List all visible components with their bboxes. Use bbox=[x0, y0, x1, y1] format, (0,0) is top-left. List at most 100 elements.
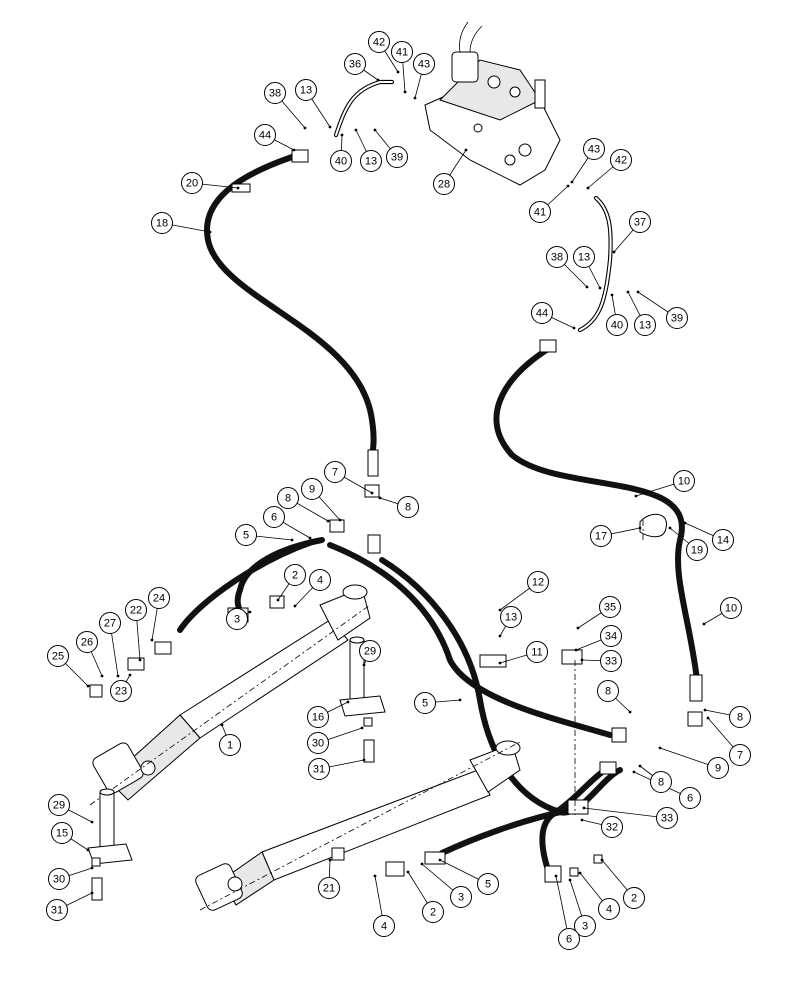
callout-number: 10 bbox=[725, 603, 737, 615]
callout-circle bbox=[606, 314, 628, 336]
callout-number: 6 bbox=[687, 793, 693, 805]
callout-balloon: 3 bbox=[574, 915, 596, 937]
callout-circle bbox=[359, 640, 381, 662]
callout-circle bbox=[597, 680, 619, 702]
callout-circle bbox=[47, 645, 69, 667]
callout-number: 36 bbox=[349, 59, 361, 71]
leader-end-dot bbox=[86, 848, 90, 852]
callout-balloon: 3 bbox=[450, 886, 472, 908]
callout-balloon: 43 bbox=[413, 53, 435, 75]
callout-circle bbox=[414, 692, 436, 714]
callout-number: 22 bbox=[130, 605, 142, 617]
leader-end-dot bbox=[116, 674, 120, 678]
leader-end-dot bbox=[638, 764, 642, 768]
callout-balloon: 40 bbox=[330, 150, 352, 172]
callout-number: 34 bbox=[605, 631, 617, 643]
callout-circle bbox=[590, 525, 612, 547]
callout-balloon: 30 bbox=[48, 868, 70, 890]
callout-circle bbox=[546, 246, 568, 268]
callout-number: 27 bbox=[104, 618, 116, 630]
callout-balloon: 42 bbox=[368, 31, 390, 53]
leader-end-dot bbox=[458, 698, 462, 702]
callout-circle bbox=[656, 807, 678, 829]
callout-circle bbox=[573, 246, 595, 268]
fittings bbox=[89, 149, 703, 901]
callout-number: 44 bbox=[259, 130, 271, 142]
hose-18 bbox=[203, 154, 377, 459]
callout-balloon: 40 bbox=[606, 314, 628, 336]
callout-balloon: 37 bbox=[629, 211, 651, 233]
callout-balloon: 7 bbox=[324, 461, 346, 483]
leader-end-dot bbox=[378, 496, 382, 500]
leader-end-dot bbox=[370, 491, 374, 495]
leader-end-dot bbox=[580, 818, 584, 822]
callout-number: 21 bbox=[323, 883, 335, 895]
callout-balloon: 38 bbox=[264, 82, 286, 104]
callout-circle bbox=[413, 53, 435, 75]
callout-circle bbox=[307, 706, 329, 728]
leader-end-dot bbox=[293, 604, 297, 608]
callout-balloon: 39 bbox=[666, 307, 688, 329]
callout-number: 29 bbox=[53, 800, 65, 812]
callout-balloon: 33 bbox=[656, 807, 678, 829]
callout-number: 23 bbox=[115, 686, 127, 698]
callout-number: 6 bbox=[271, 512, 277, 524]
callout-circle bbox=[397, 496, 419, 518]
callout-circle bbox=[422, 901, 444, 923]
callout-balloon: 10 bbox=[720, 597, 742, 619]
callout-balloon: 2 bbox=[422, 901, 444, 923]
callout-number: 38 bbox=[551, 252, 563, 264]
callout-circle bbox=[235, 524, 257, 546]
callout-number: 8 bbox=[605, 686, 611, 698]
callout-circle bbox=[679, 787, 701, 809]
callout-circle bbox=[148, 587, 170, 609]
callout-balloon: 6 bbox=[558, 928, 580, 950]
callout-number: 5 bbox=[485, 879, 491, 891]
leader-end-dot bbox=[636, 290, 640, 294]
leader-end-dot bbox=[585, 285, 589, 289]
callout-balloon: 13 bbox=[360, 150, 382, 172]
callout-number: 1 bbox=[227, 740, 233, 752]
leader-end-dot bbox=[566, 184, 570, 188]
leader-end-dot bbox=[362, 758, 366, 762]
callout-number: 41 bbox=[396, 47, 408, 59]
leader-end-dot bbox=[638, 526, 642, 530]
callout-number: 40 bbox=[611, 320, 623, 332]
callout-circle bbox=[712, 529, 734, 551]
callout-circle bbox=[574, 915, 596, 937]
callout-circle bbox=[254, 124, 276, 146]
callout-balloon: 21 bbox=[318, 877, 340, 899]
hose-5-middle bbox=[327, 542, 613, 738]
callout-balloon: 2 bbox=[623, 887, 645, 909]
leader-end-dot bbox=[308, 536, 312, 540]
leader-end-dot bbox=[578, 871, 582, 875]
callout-circle bbox=[264, 82, 286, 104]
callout-number: 17 bbox=[595, 531, 607, 543]
leader-end-dot bbox=[658, 746, 662, 750]
callout-balloon: 34 bbox=[600, 625, 622, 647]
callout-circle bbox=[729, 706, 751, 728]
callout-circle bbox=[48, 868, 70, 890]
callout-number: 8 bbox=[285, 493, 291, 505]
leader-end-dot bbox=[632, 770, 636, 774]
leader-end-dot bbox=[373, 874, 377, 878]
callout-balloon: 7 bbox=[729, 744, 751, 766]
leader-end-dot bbox=[406, 870, 410, 874]
callout-number: 4 bbox=[381, 921, 387, 933]
callout-number: 44 bbox=[536, 308, 548, 320]
callout-balloon: 31 bbox=[308, 758, 330, 780]
leader-end-dot bbox=[668, 526, 672, 530]
callout-balloon: 14 bbox=[712, 529, 734, 551]
callout-number: 2 bbox=[292, 570, 298, 582]
callout-balloon: 13 bbox=[500, 606, 522, 628]
callout-number: 41 bbox=[534, 207, 546, 219]
callout-balloon: 9 bbox=[707, 757, 729, 779]
callout-circle bbox=[610, 149, 632, 171]
callout-circle bbox=[307, 732, 329, 754]
leader-end-dot bbox=[586, 186, 590, 190]
leader-end-dot bbox=[702, 622, 706, 626]
leader-end-dot bbox=[248, 610, 252, 614]
leader-end-dot bbox=[396, 70, 400, 74]
callout-circle bbox=[368, 31, 390, 53]
